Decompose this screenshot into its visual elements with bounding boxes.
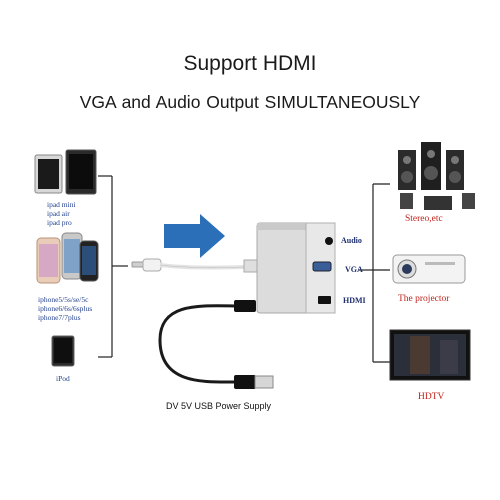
iphone-model-label: iphone7/7plus: [38, 313, 81, 322]
projector-icon: [392, 254, 466, 284]
iphone-model-label: iphone6/6s/6splus: [38, 304, 93, 313]
lightning-cable: [131, 258, 245, 272]
audio-port-label: Audio: [341, 236, 362, 245]
stereo-label: Stereo,etc: [405, 214, 443, 224]
speakers-icon: [398, 142, 475, 210]
iphone-model-label: iphone5/5s/se/5c: [38, 295, 89, 304]
tv-icon: [389, 329, 471, 381]
iphone-icon: [36, 232, 99, 284]
ipad-model-label: ipad mini: [47, 200, 76, 209]
left-bracket: [98, 175, 128, 358]
ipad-models: ipad mini ipad air ipad pro: [47, 200, 76, 227]
ipod-icon: [51, 335, 75, 367]
ipad-icon: [34, 149, 97, 195]
blue-arrow-icon: [164, 214, 225, 258]
projector-label: The projector: [398, 294, 450, 304]
ipad-model-label: ipad pro: [47, 218, 72, 227]
ipad-model-label: ipad air: [47, 209, 70, 218]
iphone-models: iphone5/5s/se/5c iphone6/6s/6splus iphon…: [38, 295, 92, 322]
headline: Support HDMI: [183, 52, 317, 75]
right-bracket: [358, 183, 390, 363]
usb-power-cable: [158, 300, 274, 389]
ipod-label: iPod: [56, 374, 70, 383]
subheadline: VGA and Audio Output SIMULTANEOUSLY: [79, 92, 421, 112]
hdmi-port-label: HDMI: [343, 296, 366, 305]
hdtv-label: HDTV: [418, 392, 445, 402]
usb-power-label: DV 5V USB Power Supply: [166, 401, 272, 411]
adapter-body: [243, 222, 336, 314]
vga-port-label: VGA: [345, 265, 363, 274]
